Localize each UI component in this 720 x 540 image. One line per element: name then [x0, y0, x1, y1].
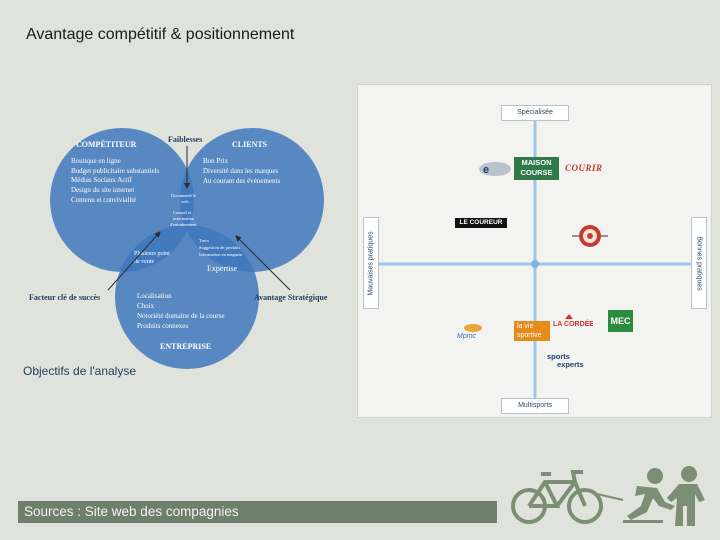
footer-source: Sources : Site web des compagnies — [24, 504, 239, 519]
axis-label-left: Mauvaises pratiques — [363, 217, 379, 309]
faiblesses-label: Faiblesses — [168, 135, 202, 144]
right-overlap-text: Suggestion de produits — [199, 245, 240, 250]
entreprise-item: Notoriété domaine de la course — [137, 312, 224, 320]
logo-lavie-line2: sportive — [517, 332, 542, 339]
logo-sports-experts: sports experts — [547, 353, 584, 369]
circle-entreprise — [115, 225, 259, 369]
logo-courir: COURIR — [565, 163, 603, 173]
logo-sports-line2: experts — [557, 360, 584, 369]
competiteur-item: Contenu et convivialité — [71, 196, 136, 204]
logo-e-blue: e — [478, 161, 512, 177]
center-mid-text: d'entraînement — [170, 222, 197, 227]
logo-maison-line1: MAISON — [521, 158, 552, 167]
axis-origin — [531, 260, 539, 268]
circle-title-clients: CLIENTS — [232, 140, 268, 149]
facteur-label: Facteur clé de succès — [29, 293, 100, 302]
entreprise-item: Produits connexes — [137, 322, 188, 330]
entreprise-item: Localisation — [137, 292, 172, 300]
axis-label-left-text: Mauvaises pratiques — [367, 230, 375, 296]
entreprise-item: Choix — [137, 302, 155, 310]
skier-icon — [667, 466, 705, 526]
axis-label-top: Spécialisée — [501, 105, 569, 121]
svg-text:e: e — [483, 164, 489, 176]
competiteur-item: Design du site internet — [71, 186, 134, 194]
map-axes — [370, 115, 698, 400]
bike-runner-art — [511, 466, 705, 526]
center-mid-text: Conseil et — [173, 210, 192, 215]
logo-mpmc-text: Mpmc — [457, 333, 477, 340]
logo-maison-course: MAISON COURSE — [514, 157, 559, 180]
clients-item: Diversité dans les marques — [203, 167, 279, 175]
competiteur-item: Boutique en ligne — [71, 157, 121, 165]
slide-title: Avantage compétitif & positionnement — [26, 26, 295, 43]
center-top-text: web — [181, 199, 189, 204]
logo-le-coureur: LE COUREUR — [455, 218, 507, 228]
avantage-label: Avantage Stratégique — [254, 293, 328, 302]
logo-la-cordee-text: LA CORDÉE — [553, 319, 593, 327]
logo-mec: MEC — [608, 310, 633, 332]
expertise-label: Expertise — [207, 264, 238, 273]
runner-icon — [596, 468, 675, 523]
axis-label-right: Bonnes pratiques — [691, 217, 707, 309]
clients-item: Au courant des événements — [203, 177, 280, 185]
objectifs-label: Objectifs de l'analyse — [23, 364, 136, 378]
circle-title-entreprise: ENTREPRISE — [160, 342, 211, 351]
logo-runner-badge-icon — [570, 221, 610, 251]
logo-lavie-line1: la vie — [517, 323, 534, 330]
logo-maison-line2: COURSE — [520, 168, 553, 177]
competiteur-item: Budget publicitaire substantiels — [71, 167, 160, 175]
logo-la-vie-sportive: la vie sportive — [514, 321, 550, 341]
center-mid-text: information — [173, 216, 195, 221]
arrow-facteur — [107, 231, 161, 291]
left-overlap-text: Plusieurs point — [134, 251, 170, 257]
left-overlap-text: de vente — [134, 259, 154, 265]
positioning-map: Spécialisée Multisports Mauvaises pratiq… — [357, 84, 712, 418]
logo-sports-line1: sports — [547, 352, 570, 361]
venn-diagram: COMPÉTITEUR CLIENTS ENTREPRISE Boutique … — [23, 128, 328, 378]
axis-label-right-text: Bonnes pratiques — [695, 235, 703, 291]
footer-bar: Sources : Site web des compagnies — [18, 501, 497, 523]
clients-item: Bon Prix — [203, 157, 229, 165]
arrow-avantage — [235, 235, 291, 291]
right-overlap-text: Information en magasin — [199, 252, 243, 257]
logo-la-cordee: LA CORDÉE — [553, 313, 594, 332]
right-overlap-text: Trucs — [199, 238, 209, 243]
circle-title-competiteur: COMPÉTITEUR — [76, 139, 137, 149]
logo-mpmc: Mpmc — [456, 322, 490, 345]
center-top-text: Documenté le — [171, 193, 196, 198]
axis-label-bottom: Multisports — [501, 398, 569, 414]
bicycle-icon — [511, 470, 603, 524]
competiteur-item: Médias Sociaux Actif — [71, 176, 132, 184]
